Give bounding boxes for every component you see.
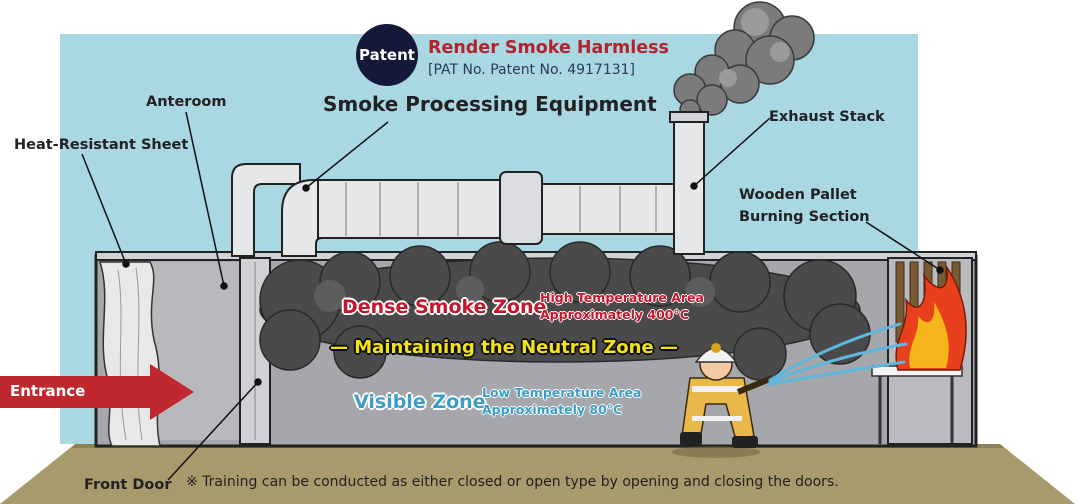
exhaust-stack-cap [669, 111, 709, 123]
low-temperature-area: Low Temperature Area Approximately 80°C [482, 384, 641, 418]
exhaust-stack [673, 119, 705, 255]
entrance-arrow [0, 364, 194, 420]
dense-smoke-zone-title: Dense Smoke Zone [342, 296, 547, 318]
high-temperature-area: High Temperature Area Approximately 400°… [540, 289, 704, 323]
leader-lines [81, 111, 944, 481]
label-exhaust-stack: Exhaust Stack [769, 109, 885, 125]
label-smoke-processing-equipment: Smoke Processing Equipment [323, 92, 657, 116]
smoke-processing-unit [499, 171, 543, 245]
duct-ribs [345, 182, 657, 236]
high-temp-line2: Approximately 400°C [540, 307, 689, 322]
patent-title: Render Smoke Harmless [428, 38, 669, 58]
label-wooden-pallet-line2: Burning Section [739, 209, 870, 225]
water-spray [768, 322, 908, 386]
label-heat-resistant-sheet: Heat-Resistant Sheet [14, 137, 189, 153]
visible-zone-title: Visible Zone [354, 391, 486, 413]
fire-core [909, 302, 949, 368]
high-temp-line1: High Temperature Area [540, 290, 704, 305]
training-note: ※ Training can be conducted as either cl… [186, 474, 839, 490]
main-duct-right [541, 183, 689, 235]
firefighter [672, 343, 774, 458]
label-front-door: Front Door [84, 477, 172, 493]
low-temp-line2: Approximately 80°C [482, 402, 623, 417]
exhaust-smoke-highlight [719, 8, 790, 87]
ground [0, 444, 1075, 504]
main-duct [317, 179, 509, 239]
low-temp-line1: Low Temperature Area [482, 385, 642, 400]
patent-badge: Patent [356, 24, 418, 86]
patent-number: [PAT No. Patent No. 4917131] [428, 62, 636, 78]
label-wooden-pallet-line1: Wooden Pallet [739, 187, 857, 203]
label-entrance: Entrance [10, 382, 86, 400]
sheet-folds [117, 267, 143, 441]
label-anteroom: Anteroom [146, 94, 227, 110]
neutral-zone-title: — Maintaining the Neutral Zone — [330, 337, 678, 358]
dense-smoke-highlight [314, 276, 715, 312]
